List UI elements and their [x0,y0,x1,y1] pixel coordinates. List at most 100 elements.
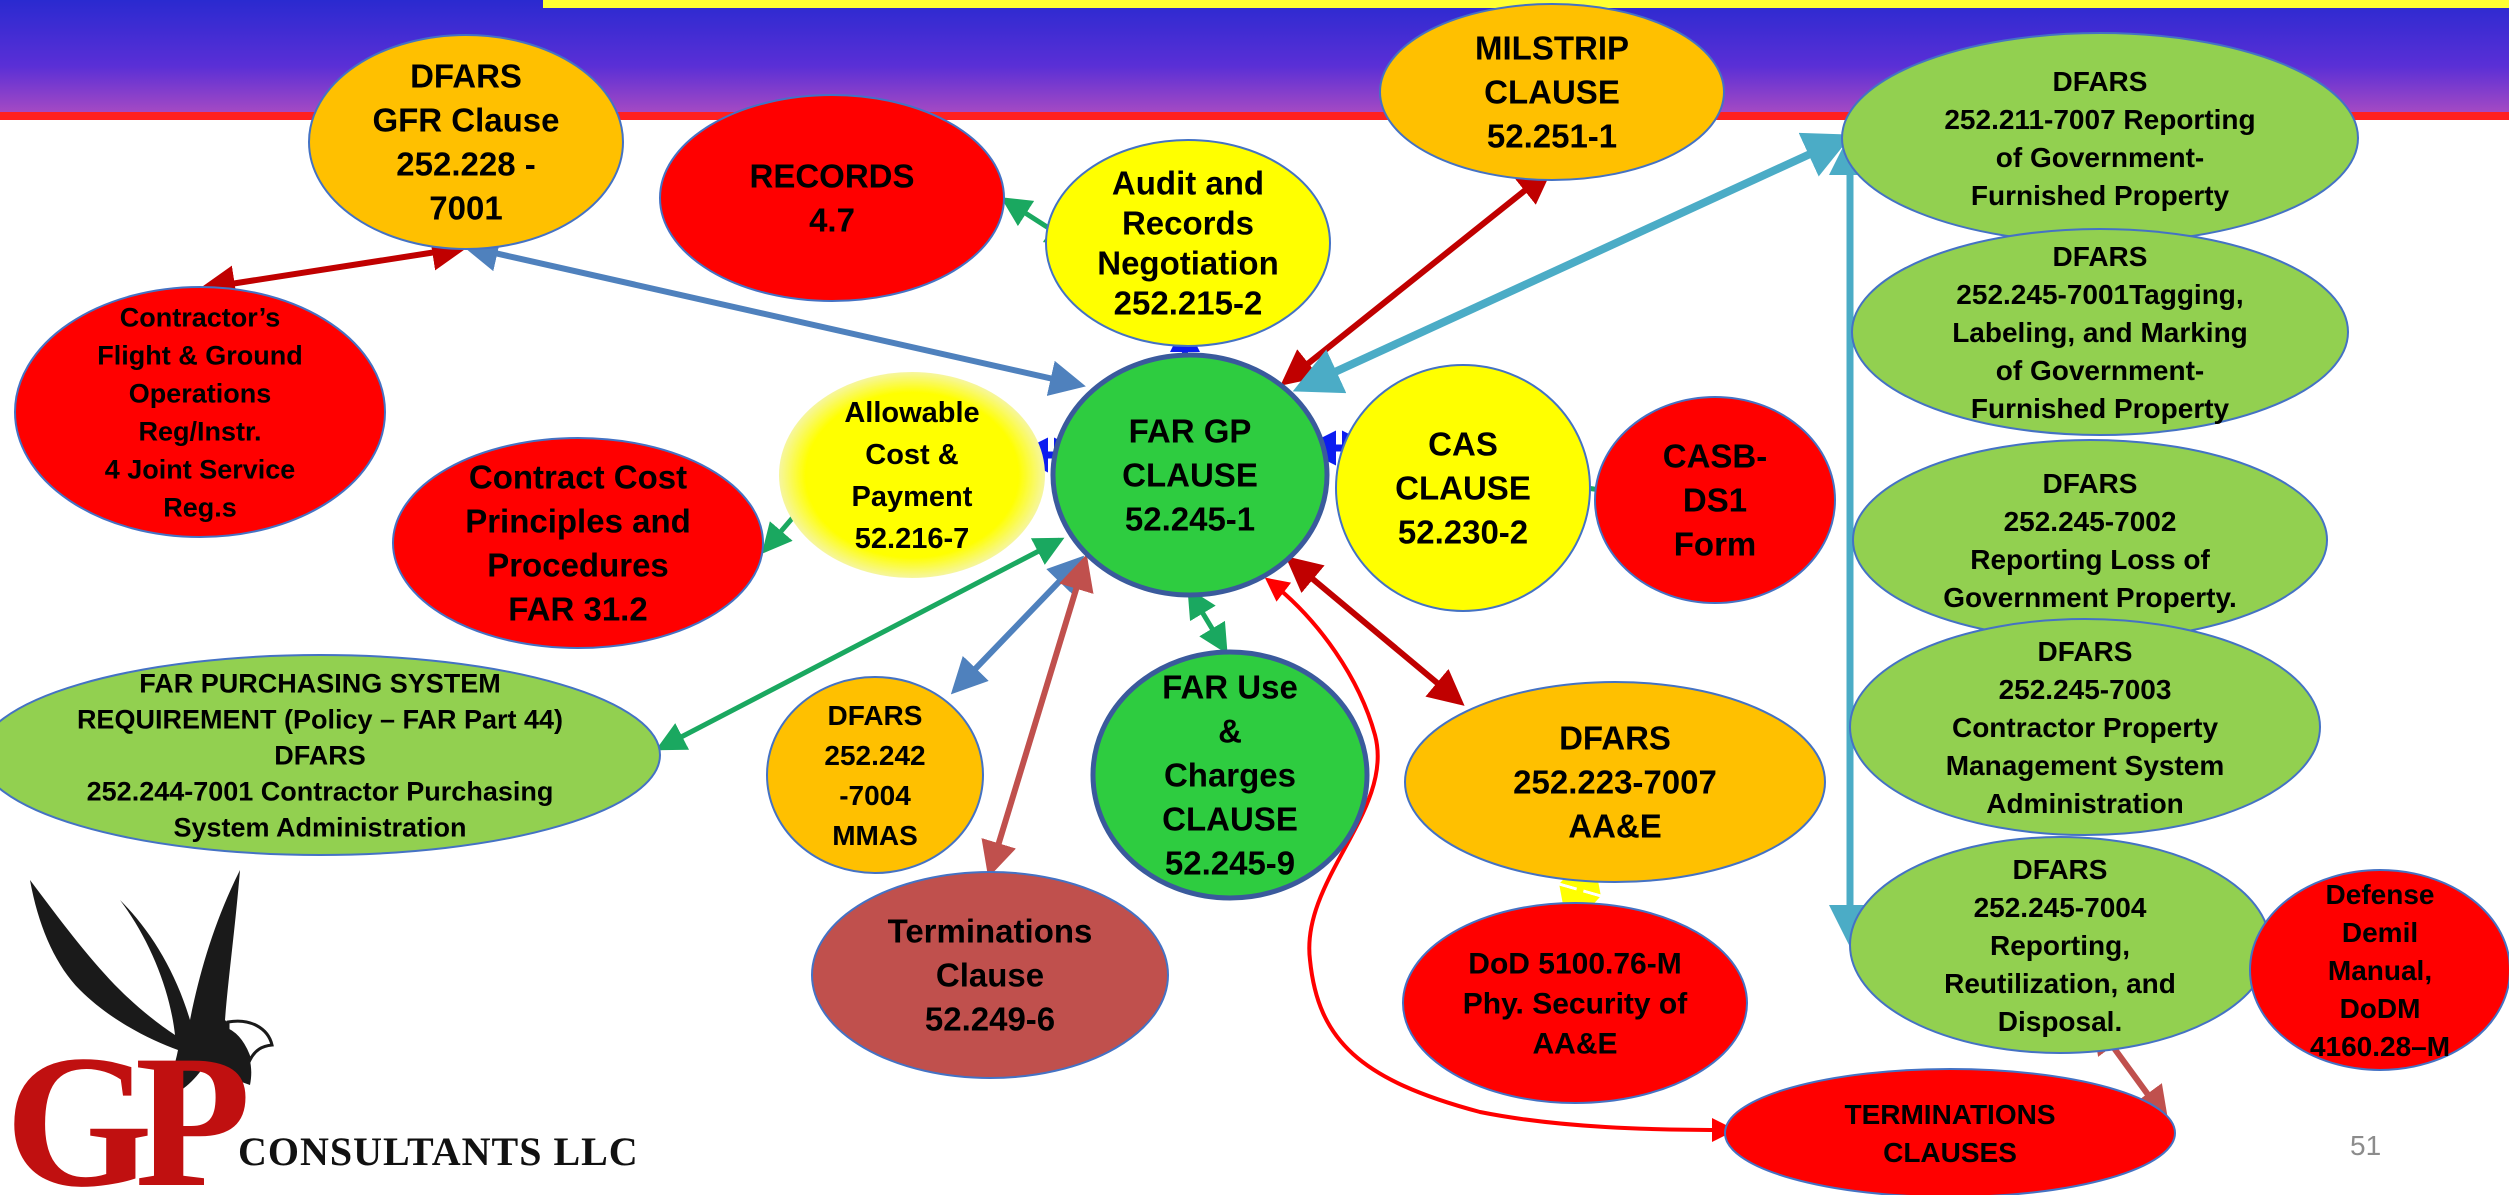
contract-cost-ellipse [392,437,764,649]
dfars-223-7007-label-line: DFARS [1559,720,1671,757]
defense-demil-label-line: 4160.28–M [2310,1031,2450,1062]
dfars-gfr-ellipse [308,34,624,250]
dfars-242-7004-label-line: DFARS [828,700,923,731]
cas-clause-label-line: CAS [1428,426,1498,463]
far-purchasing-label-line: REQUIREMENT (Policy – FAR Part 44) [77,704,563,734]
defense-demil-label-line: Defense [2326,879,2435,910]
dfars-242-7004-label-line: -7004 [839,780,911,811]
casb-ds1-label-line: DS1 [1683,482,1747,519]
terminations-clause-label-line: 52.249-6 [925,1001,1055,1038]
records-ellipse [659,94,1005,302]
contract-cost-label-line: FAR 31.2 [508,591,647,628]
defense-demil-label-line: Manual, [2328,955,2432,986]
cas-clause-label-line: CLAUSE [1395,470,1531,507]
dfars-211-7007-label-line: DFARS [2053,66,2148,97]
dfars-245-7002-label-line: DFARS [2043,468,2138,499]
dfars-245-7001-label-line: DFARS [2053,241,2148,272]
far-use-label-line: & [1218,713,1242,750]
far-purchasing-label-line: System Administration [173,812,466,842]
milstrip-label-line: CLAUSE [1484,74,1620,111]
dfars-242-7004-label-line: 252.242 [824,740,925,771]
far-use-label-line: FAR Use [1162,669,1298,706]
connector-fargp-terminations [981,554,1094,878]
contractor-flight-label-line: 4 Joint Service [105,454,296,484]
far-use-ellipse [1090,649,1370,901]
contract-cost-label-line: Procedures [487,547,669,584]
contractor-flight-label-line: Reg/Instr. [138,416,261,446]
gp-consultants-logo: GP [5,870,274,1195]
allowable-cost-label-line: Cost & [865,439,959,471]
dfars-245-7003-label-line: 252.245-7003 [1999,674,2172,705]
casb-ds1-label-line: CASB- [1663,438,1768,475]
dfars-223-7007-ellipse [1404,681,1826,883]
dfars-gfr-label-line: 7001 [429,190,502,227]
far-purchasing-ellipse [0,654,661,856]
dfars-242-7004-ellipse [766,676,984,874]
allowable-cost-label-line: 52.216-7 [855,523,970,555]
dfars-245-7004-label-line: DFARS [2013,854,2108,885]
far-use-label-line: Charges [1164,757,1296,794]
dfars-245-7004-label-line: Disposal. [1998,1006,2122,1037]
dfars-211-7007-label-line: Furnished Property [1971,180,2230,211]
connector-fargp-dfars7007 [1292,132,1853,394]
dfars-223-7007-label-line: AA&E [1568,808,1662,845]
far-gp-label-line: FAR GP [1129,413,1252,450]
records-label-line: 4.7 [809,202,855,239]
dod-5100-label-line: DoD 5100.76-M [1468,948,1681,981]
terminations-clauses-label-line: TERMINATIONS [1844,1099,2055,1130]
connector-gfr-flight [199,234,468,302]
connector-fargp-milstrip [1280,168,1553,386]
casb-ds1-label-line: Form [1674,526,1757,563]
dfars-245-7003-label-line: Contractor Property [1952,712,2218,743]
page-number: 51 [2350,1130,2382,1161]
dfars-gfr-label-line: 252.228 - [396,146,535,183]
dfars-245-7004-label-line: Reutilization, and [1944,968,2176,999]
terminations-clauses-ellipse [1724,1068,2176,1195]
contractor-flight-label-line: Operations [129,378,272,408]
dod-5100-ellipse [1402,902,1748,1104]
contractor-flight-label-line: Contractor’s [120,302,281,332]
allowable-cost-label-line: Allowable [844,397,979,429]
connector-fargp-terminations-clauses [1264,577,1736,1142]
dfars-245-7001-label-line: of Government- [1996,355,2204,386]
logo-consultants-text: CONSULTANTS LLC [238,1129,639,1174]
dfars-245-7002-label-line: Government Property. [1943,582,2237,613]
milstrip-label-line: 52.251-1 [1487,118,1617,155]
allowable-cost-label-line: Payment [852,481,973,513]
far-gp-label-line: CLAUSE [1122,457,1258,494]
defense-demil-ellipse [2249,869,2509,1071]
dfars-211-7007-label-line: of Government- [1996,142,2204,173]
dfars-245-7004-label-line: Reporting, [1990,930,2130,961]
cas-clause-ellipse [1335,364,1591,612]
far-gp-ellipse [1050,352,1330,598]
dfars-245-7001-label-line: Furnished Property [1971,393,2230,424]
milstrip-ellipse [1379,3,1725,181]
connector-fargp-faruse [1187,587,1228,655]
connector-fargp-gfr [462,236,1086,396]
far-use-label-line: 52.245-9 [1165,845,1295,882]
contractor-flight-ellipse [14,286,386,538]
dfars-242-7004-label-line: MMAS [832,820,918,851]
audit-records-ellipse [1045,139,1331,347]
far-purchasing-label-line: 252.244-7001 Contractor Purchasing [87,776,554,806]
dfars-gfr-label-line: GFR Clause [372,102,559,139]
contract-cost-label-line: Contract Cost [469,459,687,496]
header-red-line [0,112,2509,120]
